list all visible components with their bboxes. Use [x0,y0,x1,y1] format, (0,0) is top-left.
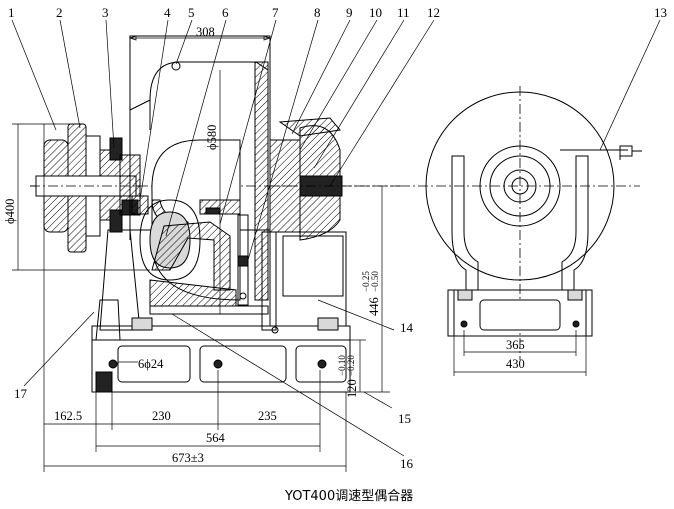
part-label-3: 3 [102,5,109,20]
dim-base-tol-upper: −0.10 [337,355,347,376]
figure-caption: YOT400调速型偶合器 [284,489,413,504]
dim-overall-length: 673±3 [172,451,204,465]
dim-pitch-1: 230 [152,409,171,423]
part-labels: 1 2 3 4 5 6 7 8 9 10 11 12 13 14 15 16 1… [8,5,667,471]
dim-base-tol-lower: −0.20 [346,355,356,376]
dim-end-inner: 365 [506,338,525,352]
end-view [400,86,642,360]
part-label-11: 11 [397,5,410,20]
part-label-8: 8 [314,5,321,20]
part-label-15: 15 [398,411,411,426]
part-label-9: 9 [346,5,353,20]
part-label-10: 10 [369,5,382,20]
part-label-13: 13 [654,5,667,20]
part-label-16: 16 [400,456,414,471]
dim-shell-diameter: ϕ580 [205,125,219,150]
dim-pulley-diameter: ϕ400 [3,199,17,224]
dim-shaft-height: 446 [367,297,381,316]
dimensions: 308 ϕ580 ϕ400 6ϕ24 446 −0.25 −0.50 120 −… [3,25,587,472]
part-label-4: 4 [164,5,171,20]
part-label-5: 5 [188,5,195,20]
part-label-12: 12 [427,5,440,20]
dim-shaft-tol-lower: −0.50 [370,271,380,292]
part-label-17: 17 [14,386,28,401]
casing [129,35,271,240]
side-section-view [30,35,400,393]
part-label-2: 2 [56,5,63,20]
part-label-14: 14 [400,320,414,335]
dim-bolt-span: 564 [206,431,226,445]
dim-bolt-holes: 6ϕ24 [138,357,164,371]
part-label-6: 6 [222,5,229,20]
dim-base-height: 120 [345,379,359,398]
dim-pitch-2: 235 [258,409,277,423]
dim-top-width: 308 [196,25,215,39]
part-label-1: 1 [8,5,15,20]
dim-left-offset: 162.5 [54,409,82,423]
dim-shaft-tol-upper: −0.25 [361,271,371,292]
part-label-7: 7 [272,5,279,20]
dim-end-outer: 430 [506,357,525,371]
